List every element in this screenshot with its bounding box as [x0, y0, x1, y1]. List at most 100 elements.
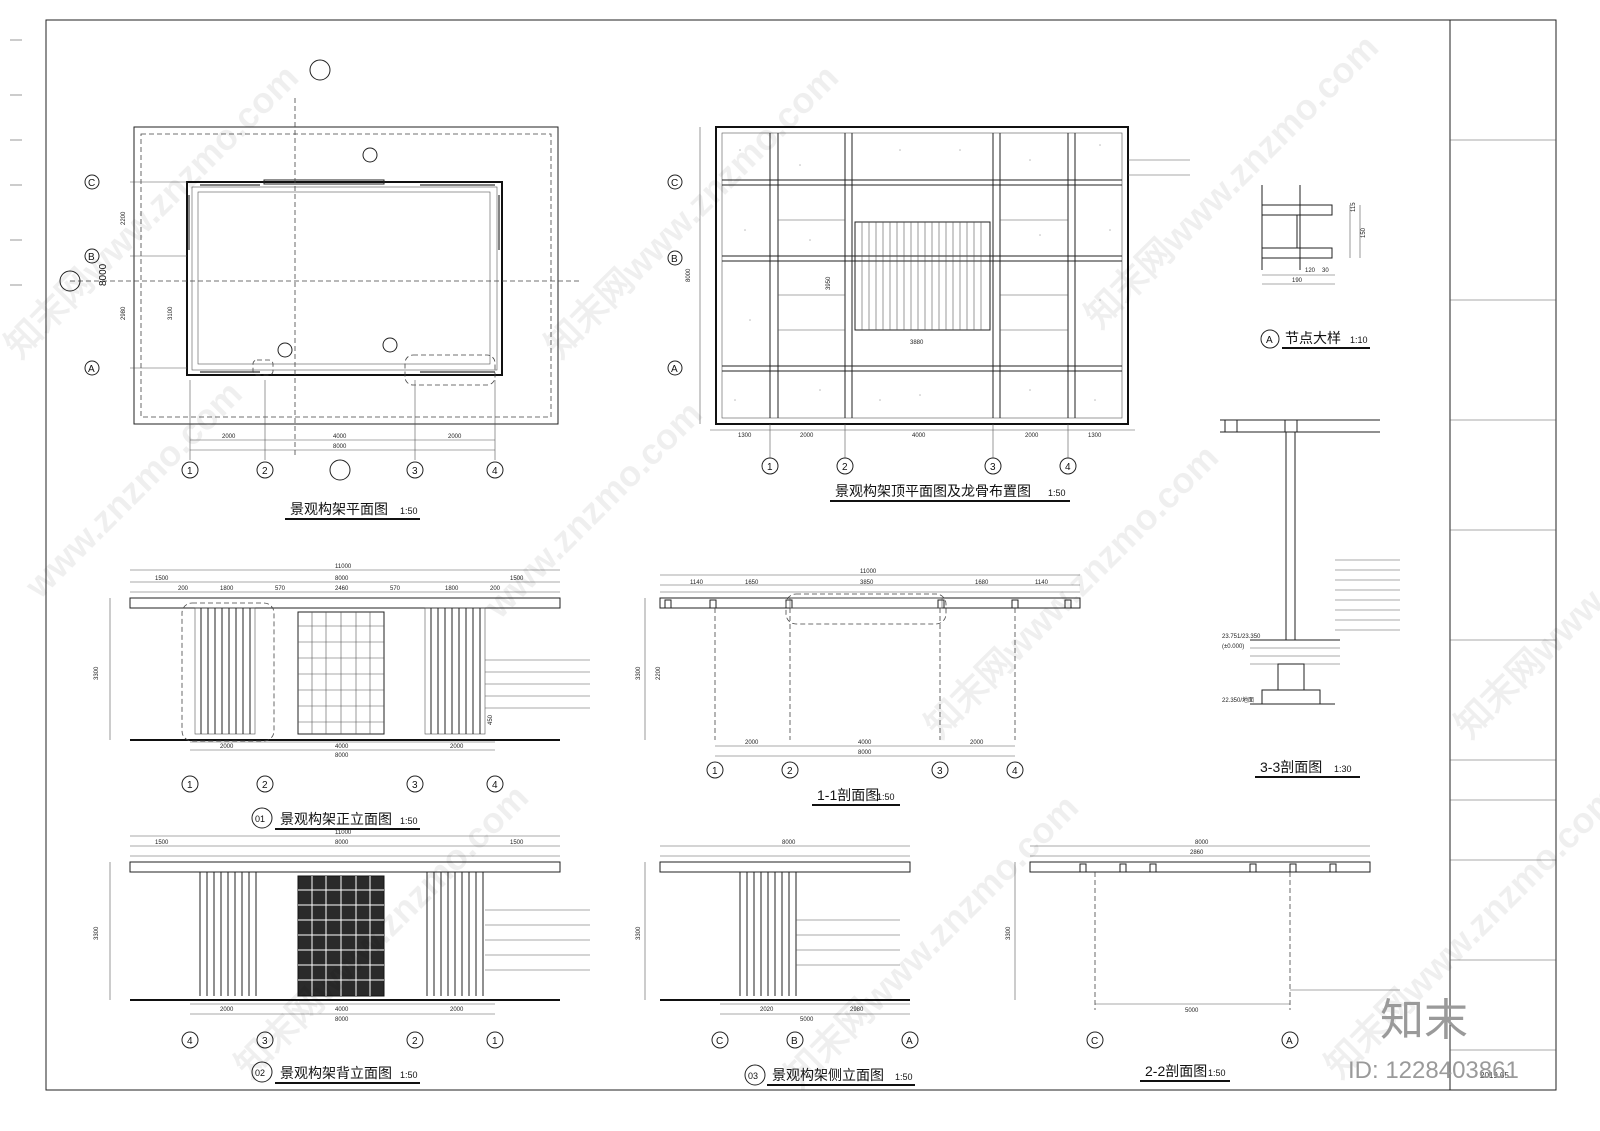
s33-elev-3: 22.350/地面	[1222, 696, 1254, 704]
side-dim-2020: 2020	[760, 1007, 774, 1013]
roof-axis-2: 2	[842, 462, 848, 473]
back-dim-x2: 4000	[335, 1007, 349, 1013]
s11-dim-1140b: 1140	[1035, 580, 1049, 586]
front-elevation	[109, 569, 590, 751]
s11-dim-x-total: 8000	[858, 750, 872, 756]
front-axis-3: 3	[412, 780, 418, 791]
node-title: 节点大样	[1285, 330, 1341, 346]
s22-dim-5000: 5000	[1185, 1008, 1199, 1014]
node-dim-115: 115	[1351, 202, 1357, 212]
front-dim-x1: 2000	[220, 744, 234, 750]
back-dim-x3: 2000	[450, 1007, 464, 1013]
plan-axis-a: A	[88, 364, 95, 375]
roof-plan-scale: 1:50	[1048, 488, 1066, 498]
side-dim-height: 3300	[636, 926, 642, 940]
front-dim-left: 1500	[155, 576, 169, 582]
s22-dim-height: 3300	[1006, 926, 1012, 940]
plan-dim-y1: 2200	[121, 211, 127, 225]
s11-dim-x3: 2000	[970, 740, 984, 746]
watermark-4: www.znzmo.com	[16, 373, 250, 607]
roof-axis-4: 4	[1065, 462, 1071, 473]
side-dim-total: 8000	[782, 840, 796, 846]
watermark-7: 知末网www.znzmo.com	[1447, 436, 1600, 745]
s33-scale: 1:30	[1334, 764, 1352, 774]
back-dim-height: 3300	[94, 926, 100, 940]
side-ref-circle	[744, 1064, 766, 1086]
roof-axis-a: A	[671, 364, 678, 375]
front-dim-570a: 570	[275, 586, 286, 592]
front-dim-200b: 200	[490, 586, 501, 592]
roof-dim-3: 4000	[912, 433, 926, 439]
brand-logo-text: 知末	[1380, 996, 1468, 1045]
front-dim-total: 11000	[335, 564, 352, 570]
node-dim-190: 190	[1292, 278, 1303, 284]
side-dim-2980: 2980	[850, 1007, 864, 1013]
node-detail-a	[1260, 185, 1361, 349]
s11-dim-x1: 2000	[745, 740, 759, 746]
front-scale: 1:50	[400, 816, 418, 826]
section-2-2	[1014, 845, 1400, 1010]
plan-axis-c: C	[88, 178, 95, 189]
plan-dim-x1: 2000	[222, 434, 236, 440]
s33-elev-1: 23.751/23.350	[1222, 634, 1261, 640]
s22-axis-a: A	[1286, 1036, 1293, 1047]
s11-axis-4: 4	[1012, 766, 1018, 777]
front-dim-height: 3300	[94, 666, 100, 680]
title-block: 2019.05	[1450, 139, 1556, 1080]
roof-dim-slats: 3880	[910, 340, 924, 346]
plan-dim-x3: 2000	[448, 434, 462, 440]
front-dim-8000: 8000	[335, 576, 349, 582]
front-axis-bubbles	[181, 775, 504, 793]
left-margin-marks	[10, 39, 22, 286]
back-title: 景观构架背立面图	[280, 1065, 392, 1081]
node-dim-150: 150	[1361, 227, 1367, 238]
section-1-1	[644, 574, 1081, 757]
s11-dim-2200: 2200	[656, 666, 662, 680]
front-dim-x-total: 8000	[335, 753, 349, 759]
s11-axis-3: 3	[937, 766, 943, 777]
front-axis-1: 1	[187, 780, 193, 791]
back-dim-x-total: 8000	[335, 1017, 349, 1023]
side-scale: 1:50	[895, 1072, 913, 1082]
plan-dim-y3: 3100	[168, 306, 174, 320]
roof-axis-b: B	[671, 254, 678, 265]
back-scale: 1:50	[400, 1070, 418, 1080]
s33-title: 3-3剖面图	[1260, 759, 1322, 775]
node-dim-120: 120	[1305, 268, 1316, 274]
watermark-5: www.znzmo.com	[476, 393, 710, 627]
plan-axis-bubbles-x	[181, 461, 504, 479]
roof-axis-c: C	[671, 178, 678, 189]
side-dim-5000: 5000	[800, 1017, 814, 1023]
image-id: ID: 1228403861	[1348, 1057, 1519, 1084]
roof-dim-total-y: 8000	[686, 268, 692, 282]
back-axis-4: 4	[187, 1036, 193, 1047]
section-3-3	[1220, 419, 1400, 705]
s11-dim-1140a: 1140	[690, 580, 704, 586]
roof-axis-bubbles-x	[761, 457, 1077, 475]
s11-dim-3850: 3850	[860, 580, 874, 586]
front-axis-2: 2	[262, 780, 268, 791]
s22-axis-c: C	[1091, 1036, 1098, 1047]
front-ref-circle	[251, 807, 273, 829]
back-elevation	[109, 835, 590, 1015]
roof-plan-view	[699, 126, 1190, 458]
s11-dim-height: 3300	[636, 666, 642, 680]
watermark-9: 知末网www.znzmo.com	[777, 786, 1086, 1095]
front-dim-x2: 4000	[335, 744, 349, 750]
s11-title: 1-1剖面图	[817, 787, 879, 803]
back-axis-3: 3	[262, 1036, 268, 1047]
plan-dim-total-y: 8000	[98, 263, 109, 286]
back-axis-1: 1	[492, 1036, 498, 1047]
s11-axis-1: 1	[712, 766, 718, 777]
s11-dim-x2: 4000	[858, 740, 872, 746]
plan-dim-y2: 2980	[121, 306, 127, 320]
roof-axis-3: 3	[990, 462, 996, 473]
s11-axis-bubbles	[706, 761, 1024, 779]
front-dim-200a: 200	[178, 586, 189, 592]
front-dim-450: 450	[488, 714, 494, 725]
plan-axis-1: 1	[187, 466, 193, 477]
roof-dim-4: 2000	[1025, 433, 1039, 439]
s22-dim-8000: 8000	[1195, 840, 1209, 846]
back-dim-right: 1500	[510, 840, 524, 846]
front-dim-1800b: 1800	[445, 586, 459, 592]
